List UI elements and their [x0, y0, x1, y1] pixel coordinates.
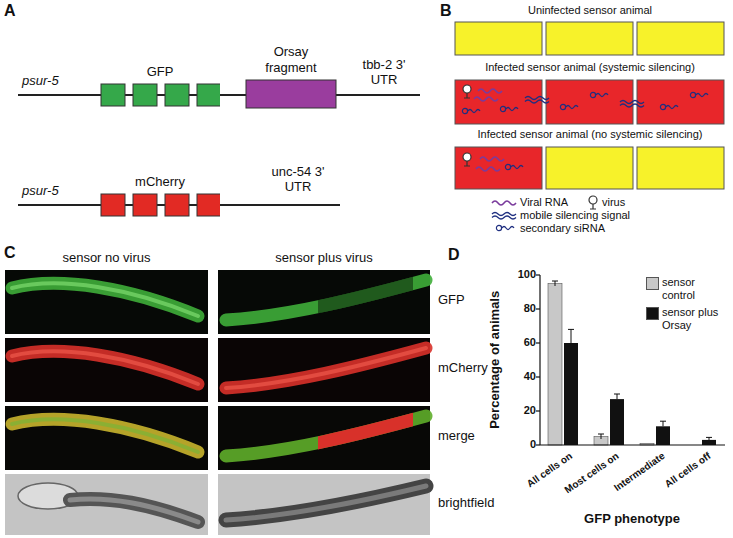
panel-letter: A — [4, 2, 16, 20]
axis-title: GFP phenotype — [562, 512, 702, 527]
legend-swatch — [646, 277, 659, 290]
construct-part: GFP — [100, 64, 220, 107]
panel-letter: B — [440, 2, 452, 20]
category-label: All cells off — [662, 450, 713, 490]
bar-chart — [536, 275, 725, 445]
legend-swatch — [646, 307, 659, 320]
row-label: Uninfected sensor animal — [455, 4, 725, 17]
exon-box — [133, 194, 157, 216]
exon-box — [197, 194, 220, 216]
utr-label: tbb-2 3' UTR — [352, 58, 416, 88]
promoter-label: psur-5 — [22, 74, 59, 89]
legend-text: secondary siRNA — [520, 222, 605, 235]
tick-label: 100 — [508, 268, 536, 281]
legend-text: sensor control — [662, 276, 726, 302]
part-label: mCherry — [100, 174, 220, 190]
legend-text: Viral RNA — [520, 196, 568, 209]
part-label: Orsay fragment — [260, 44, 322, 76]
panel-letter: C — [4, 244, 16, 262]
channel-label: brightfield — [438, 496, 494, 511]
exon-box — [165, 194, 189, 216]
channel-label: merge — [438, 429, 475, 444]
construct-part: mCherry — [100, 174, 220, 217]
part-boxes — [245, 79, 337, 109]
exon-box — [133, 84, 157, 106]
utr-label: unc-54 3' UTR — [262, 165, 334, 195]
exon-box — [197, 84, 220, 106]
panel-letter: D — [448, 246, 460, 264]
promoter-label: psur-5 — [22, 184, 59, 199]
channel-label: mCherry — [438, 361, 488, 376]
exon-box — [101, 194, 125, 216]
legend-text: virus — [602, 196, 625, 209]
tick-label: 40 — [508, 370, 536, 383]
part-boxes — [100, 83, 220, 107]
column-label: sensor no virus — [5, 251, 208, 266]
axis-title: Percentage of animals — [487, 291, 503, 429]
tick-label: 60 — [508, 336, 536, 349]
cell-grid — [455, 22, 724, 189]
exon-box — [165, 84, 189, 106]
exon-box — [101, 84, 125, 106]
construct-lines — [18, 95, 420, 205]
micrographs — [5, 270, 430, 535]
channel-label: GFP — [438, 293, 465, 308]
column-label: sensor plus virus — [218, 251, 430, 266]
tick-label: 20 — [508, 404, 536, 417]
tick-label: 80 — [508, 302, 536, 315]
legend-text: sensor plus Orsay — [662, 306, 726, 332]
part-boxes — [100, 193, 220, 217]
part-label: GFP — [100, 64, 220, 80]
row-label: Infected sensor animal (no systemic sile… — [455, 128, 725, 141]
exon-box — [246, 80, 336, 108]
tick-label: 0 — [508, 438, 536, 451]
row-label: Infected sensor animal (systemic silenci… — [455, 61, 725, 74]
legend-text: mobile silencing signal — [520, 209, 630, 222]
construct-part: Orsay fragment — [245, 44, 337, 109]
